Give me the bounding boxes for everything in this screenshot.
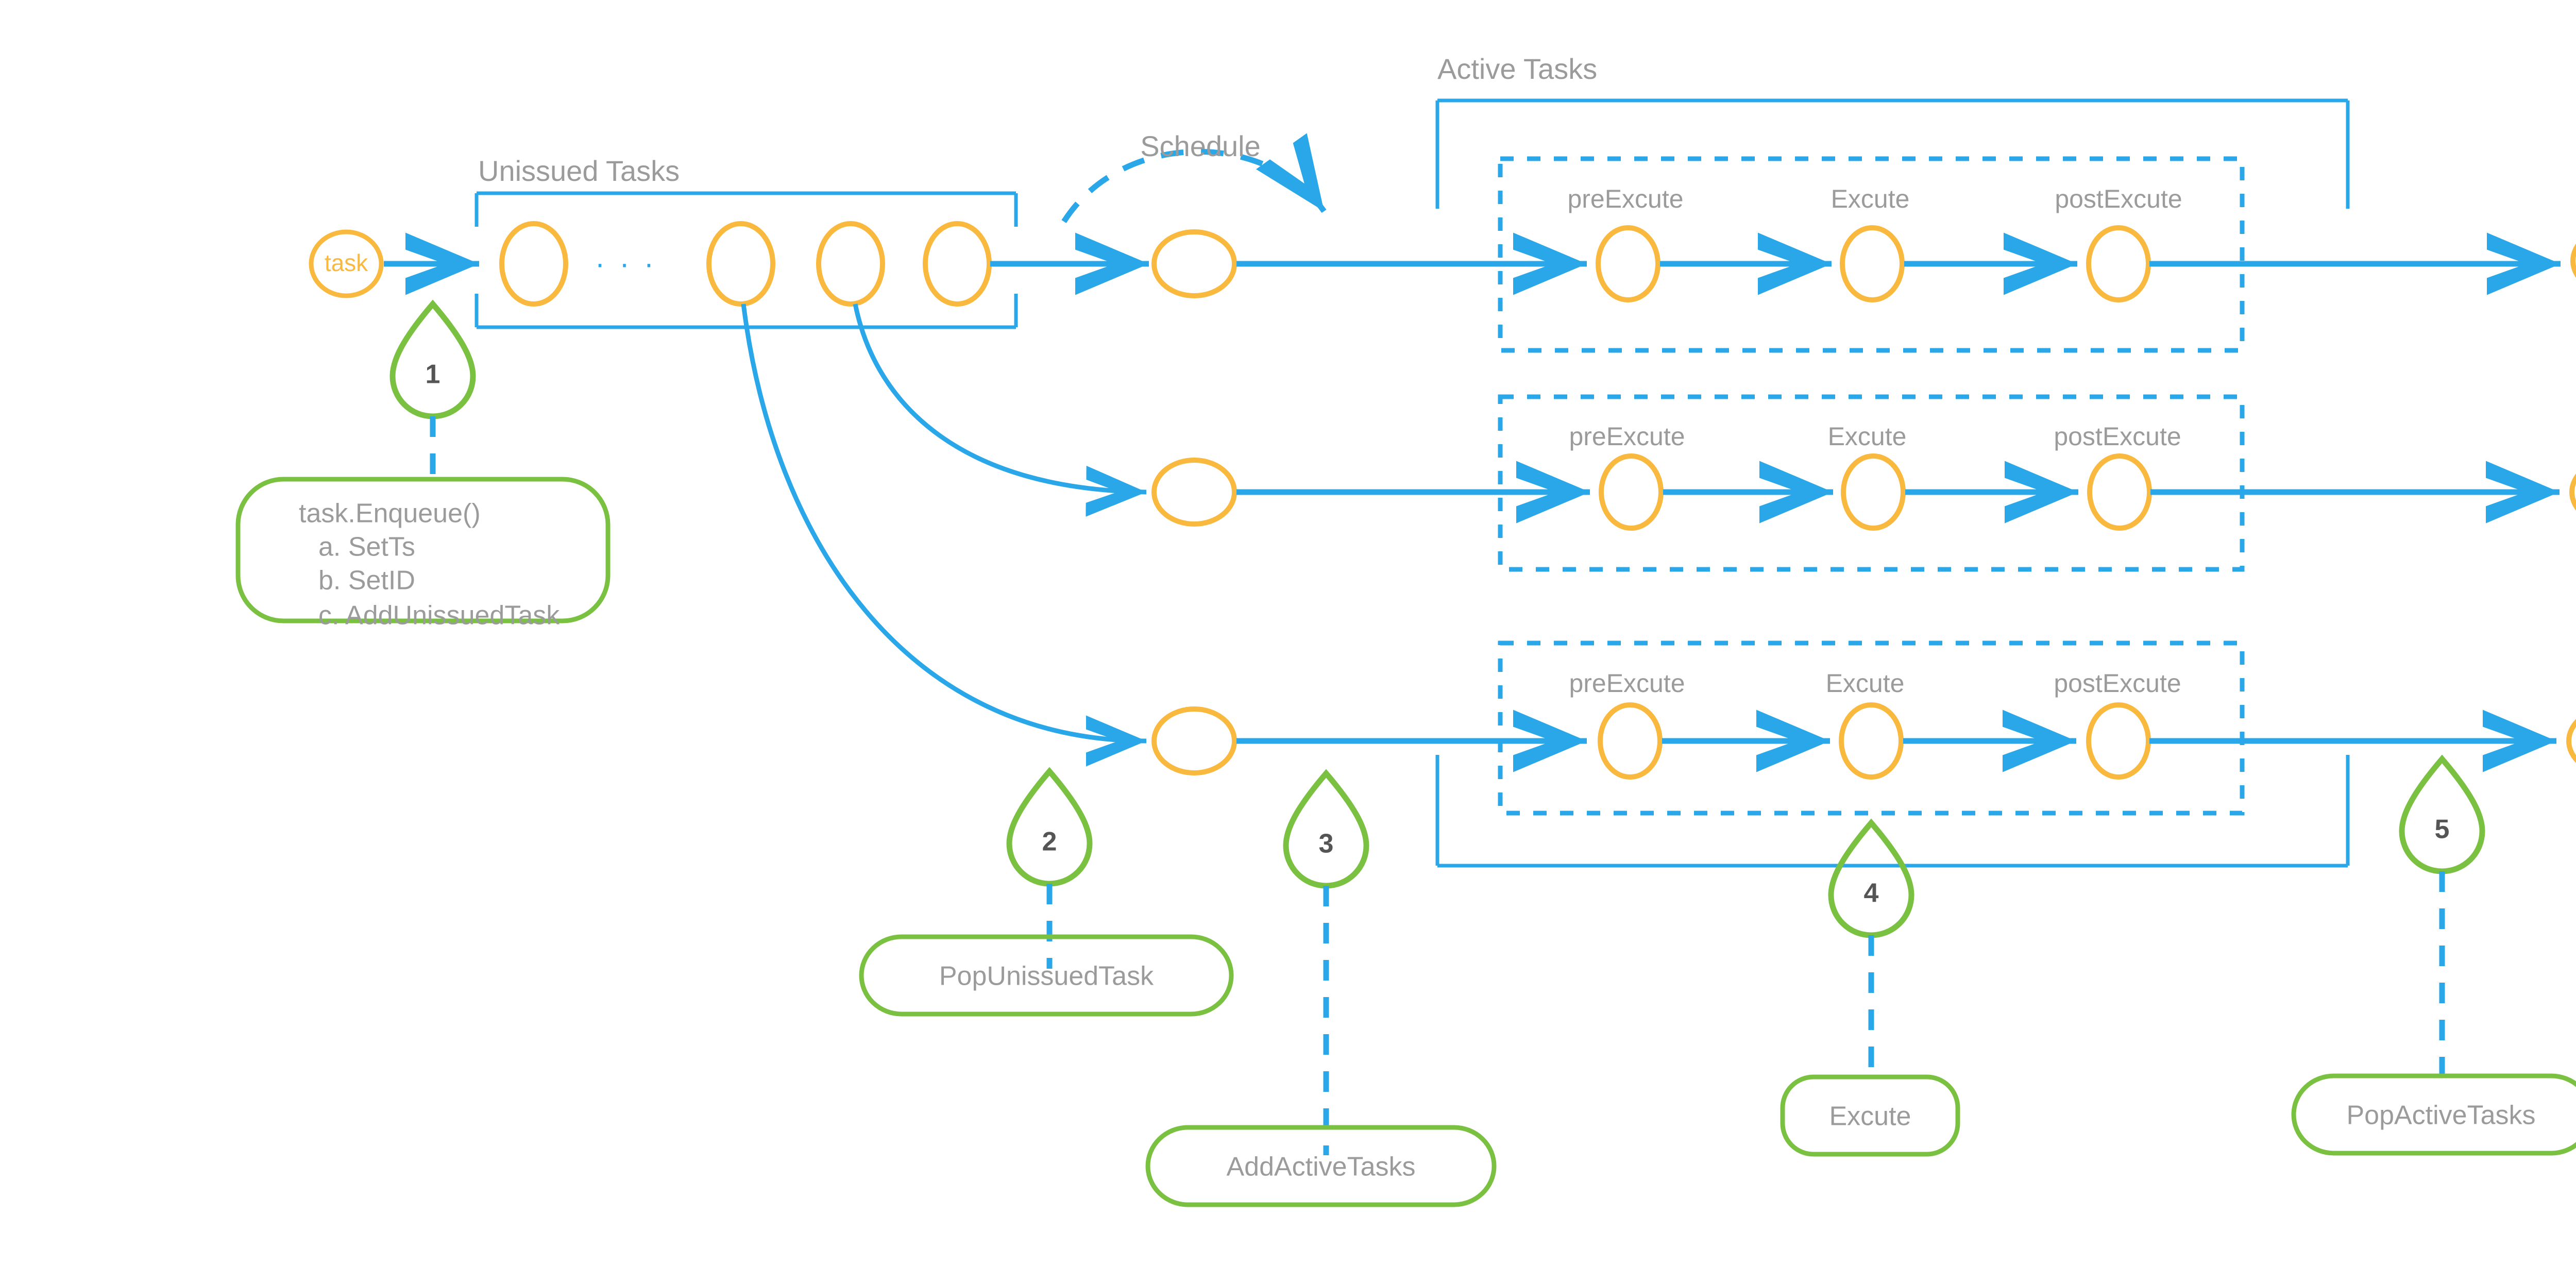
callout-1-item-a: a. SetTs [318,532,415,562]
schedule-node-row-2 [1151,458,1237,527]
queue-node-2 [706,221,775,307]
callout-2[interactable]: 2 PopUnissuedTask [859,767,1234,1017]
callout-3-number: 3 [1319,829,1334,859]
stage-node-excute-row-1 [1840,225,1905,302]
queue-node-4 [923,221,992,307]
callout-5-box [2291,1073,2576,1156]
callout-4[interactable]: 4 Excute [1780,818,1960,1157]
callout-3[interactable]: 3 AddActiveTasks [1145,769,1497,1207]
stage-node-excute-row-2 [1841,453,1906,531]
callout-1-number: 1 [426,360,440,390]
stage-node-postexcute-row-3 [2086,702,2151,780]
callout-1-title: task.Enqueue() [299,499,481,529]
callout-2-title: PopUnissuedTask [939,962,1154,991]
stage-label-preexcute-row-1: preExcute [1567,184,1683,213]
pipeline-box-row-1 [1498,156,2245,353]
active-tasks-label: Active Tasks [1437,53,1597,85]
callout-2-box [859,934,1234,1017]
stage-label-postexcute-row-1: postExcute [2055,184,2182,213]
stage-label-preexcute-row-2: preExcute [1569,422,1685,451]
stage-node-postexcute-row-1 [2086,225,2151,302]
schedule-node-row-1 [1151,229,1237,298]
stage-label-excute-row-1: Excute [1831,184,1910,213]
callout-5-title: PopActiveTasks [2346,1101,2535,1131]
schedule-dashed-arc [1061,133,1327,223]
task-node-label: task [325,249,368,276]
callout-1-box [235,477,611,623]
schedule-node-row-3 [1151,706,1237,775]
terminal-node-row-1 [2570,243,2576,278]
stage-label-preexcute-row-3: preExcute [1569,669,1685,698]
callout-4-title: Excute [1829,1102,1911,1132]
callout-4-number: 4 [1864,879,1879,908]
stage-node-excute-row-3 [1839,702,1904,780]
pipeline-box-row-2 [1498,394,2245,572]
pipeline-row-2: preExcute Excute postExcute [1236,394,2576,572]
edge-queue-to-schedule-2 [853,303,1147,517]
queue-node-1 [499,221,568,307]
callout-3-box [1145,1125,1497,1207]
callout-4-box [1780,1074,1960,1157]
callout-5[interactable]: 5 PopActiveTasks [2291,754,2576,1156]
terminal-node-row-3 [2566,719,2576,763]
pipeline-row-3: preExcute Excute postExcute [1236,640,2576,816]
callout-1-item-b: b. SetID [318,566,415,596]
callout-2-number: 2 [1042,827,1057,857]
unissued-queue: · · · [499,221,992,307]
active-tasks-bracket [1435,98,2350,868]
task-node: task [309,229,384,298]
queue-node-3 [816,221,885,307]
pipeline-row-1: preExcute Excute postExcute [1236,156,2576,353]
callout-1[interactable]: 1 task.Enqueue() a. SetTs b. SetID c. Ad… [235,299,611,631]
queue-ellipsis: · · · [595,247,657,280]
stage-node-preexcute-row-3 [1598,702,1663,780]
callout-3-title: AddActiveTasks [1226,1152,1415,1182]
stage-node-preexcute-row-2 [1599,453,1664,531]
stage-node-postexcute-row-2 [2087,453,2152,531]
edge-queue-to-schedule-3 [741,303,1147,767]
stage-label-postexcute-row-2: postExcute [2054,422,2181,451]
schedule-label: Schedule [1140,130,1261,162]
stage-label-excute-row-2: Excute [1828,422,1907,451]
unissued-tasks-bracket [474,191,1018,329]
stage-label-excute-row-3: Excute [1826,669,1905,698]
stage-node-preexcute-row-1 [1596,225,1660,302]
terminal-node-row-2 [2569,473,2576,511]
stage-label-postexcute-row-3: postExcute [2054,669,2181,698]
unissued-tasks-label: Unissued Tasks [478,155,680,187]
callout-5-number: 5 [2435,815,2450,845]
callout-1-item-c: c. AddUnissuedTask [318,601,560,631]
